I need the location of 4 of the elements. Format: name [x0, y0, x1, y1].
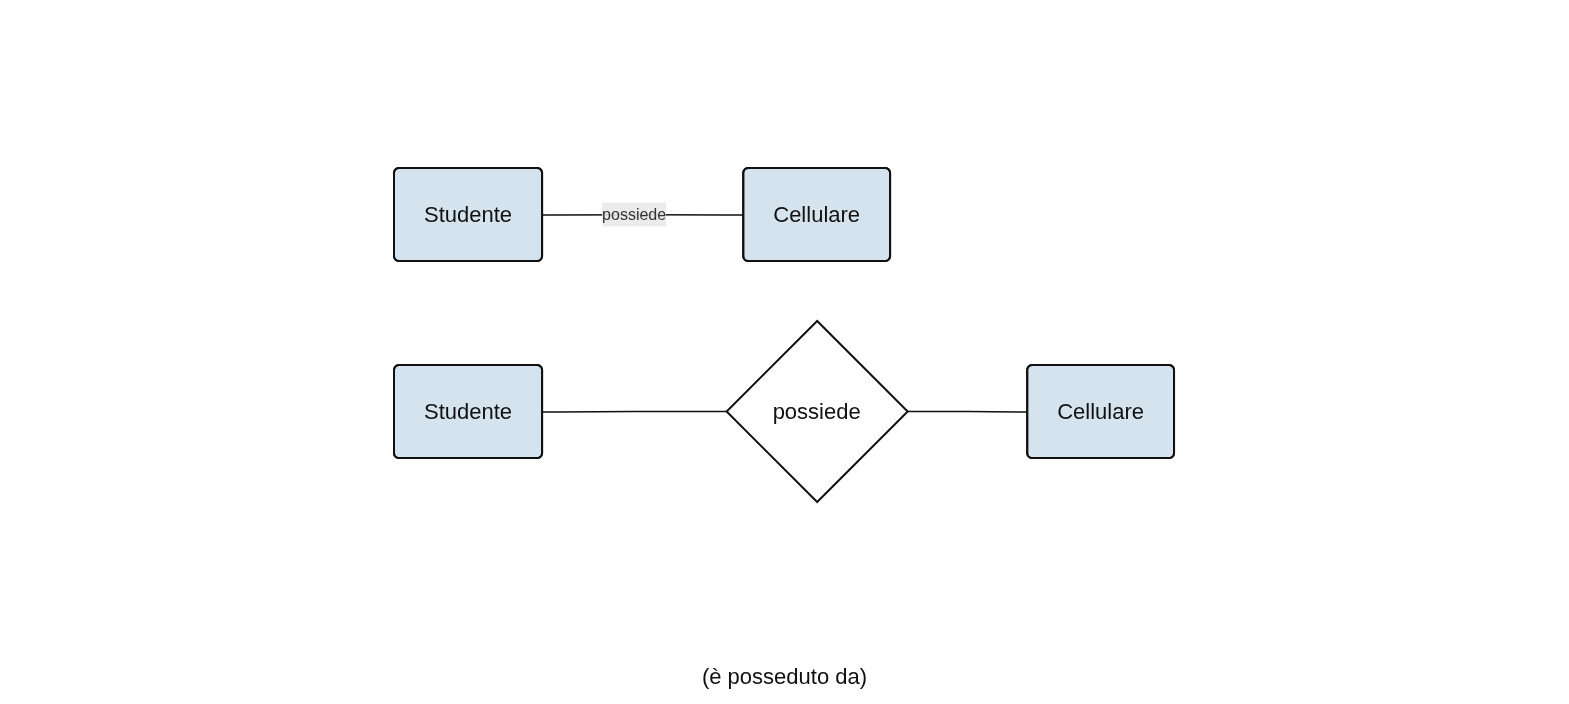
note-text: (è posseduto da) — [701, 664, 868, 689]
connector — [542, 410, 728, 413]
edge-label: possiede — [602, 205, 667, 223]
node-diamond: possiede — [725, 319, 910, 504]
